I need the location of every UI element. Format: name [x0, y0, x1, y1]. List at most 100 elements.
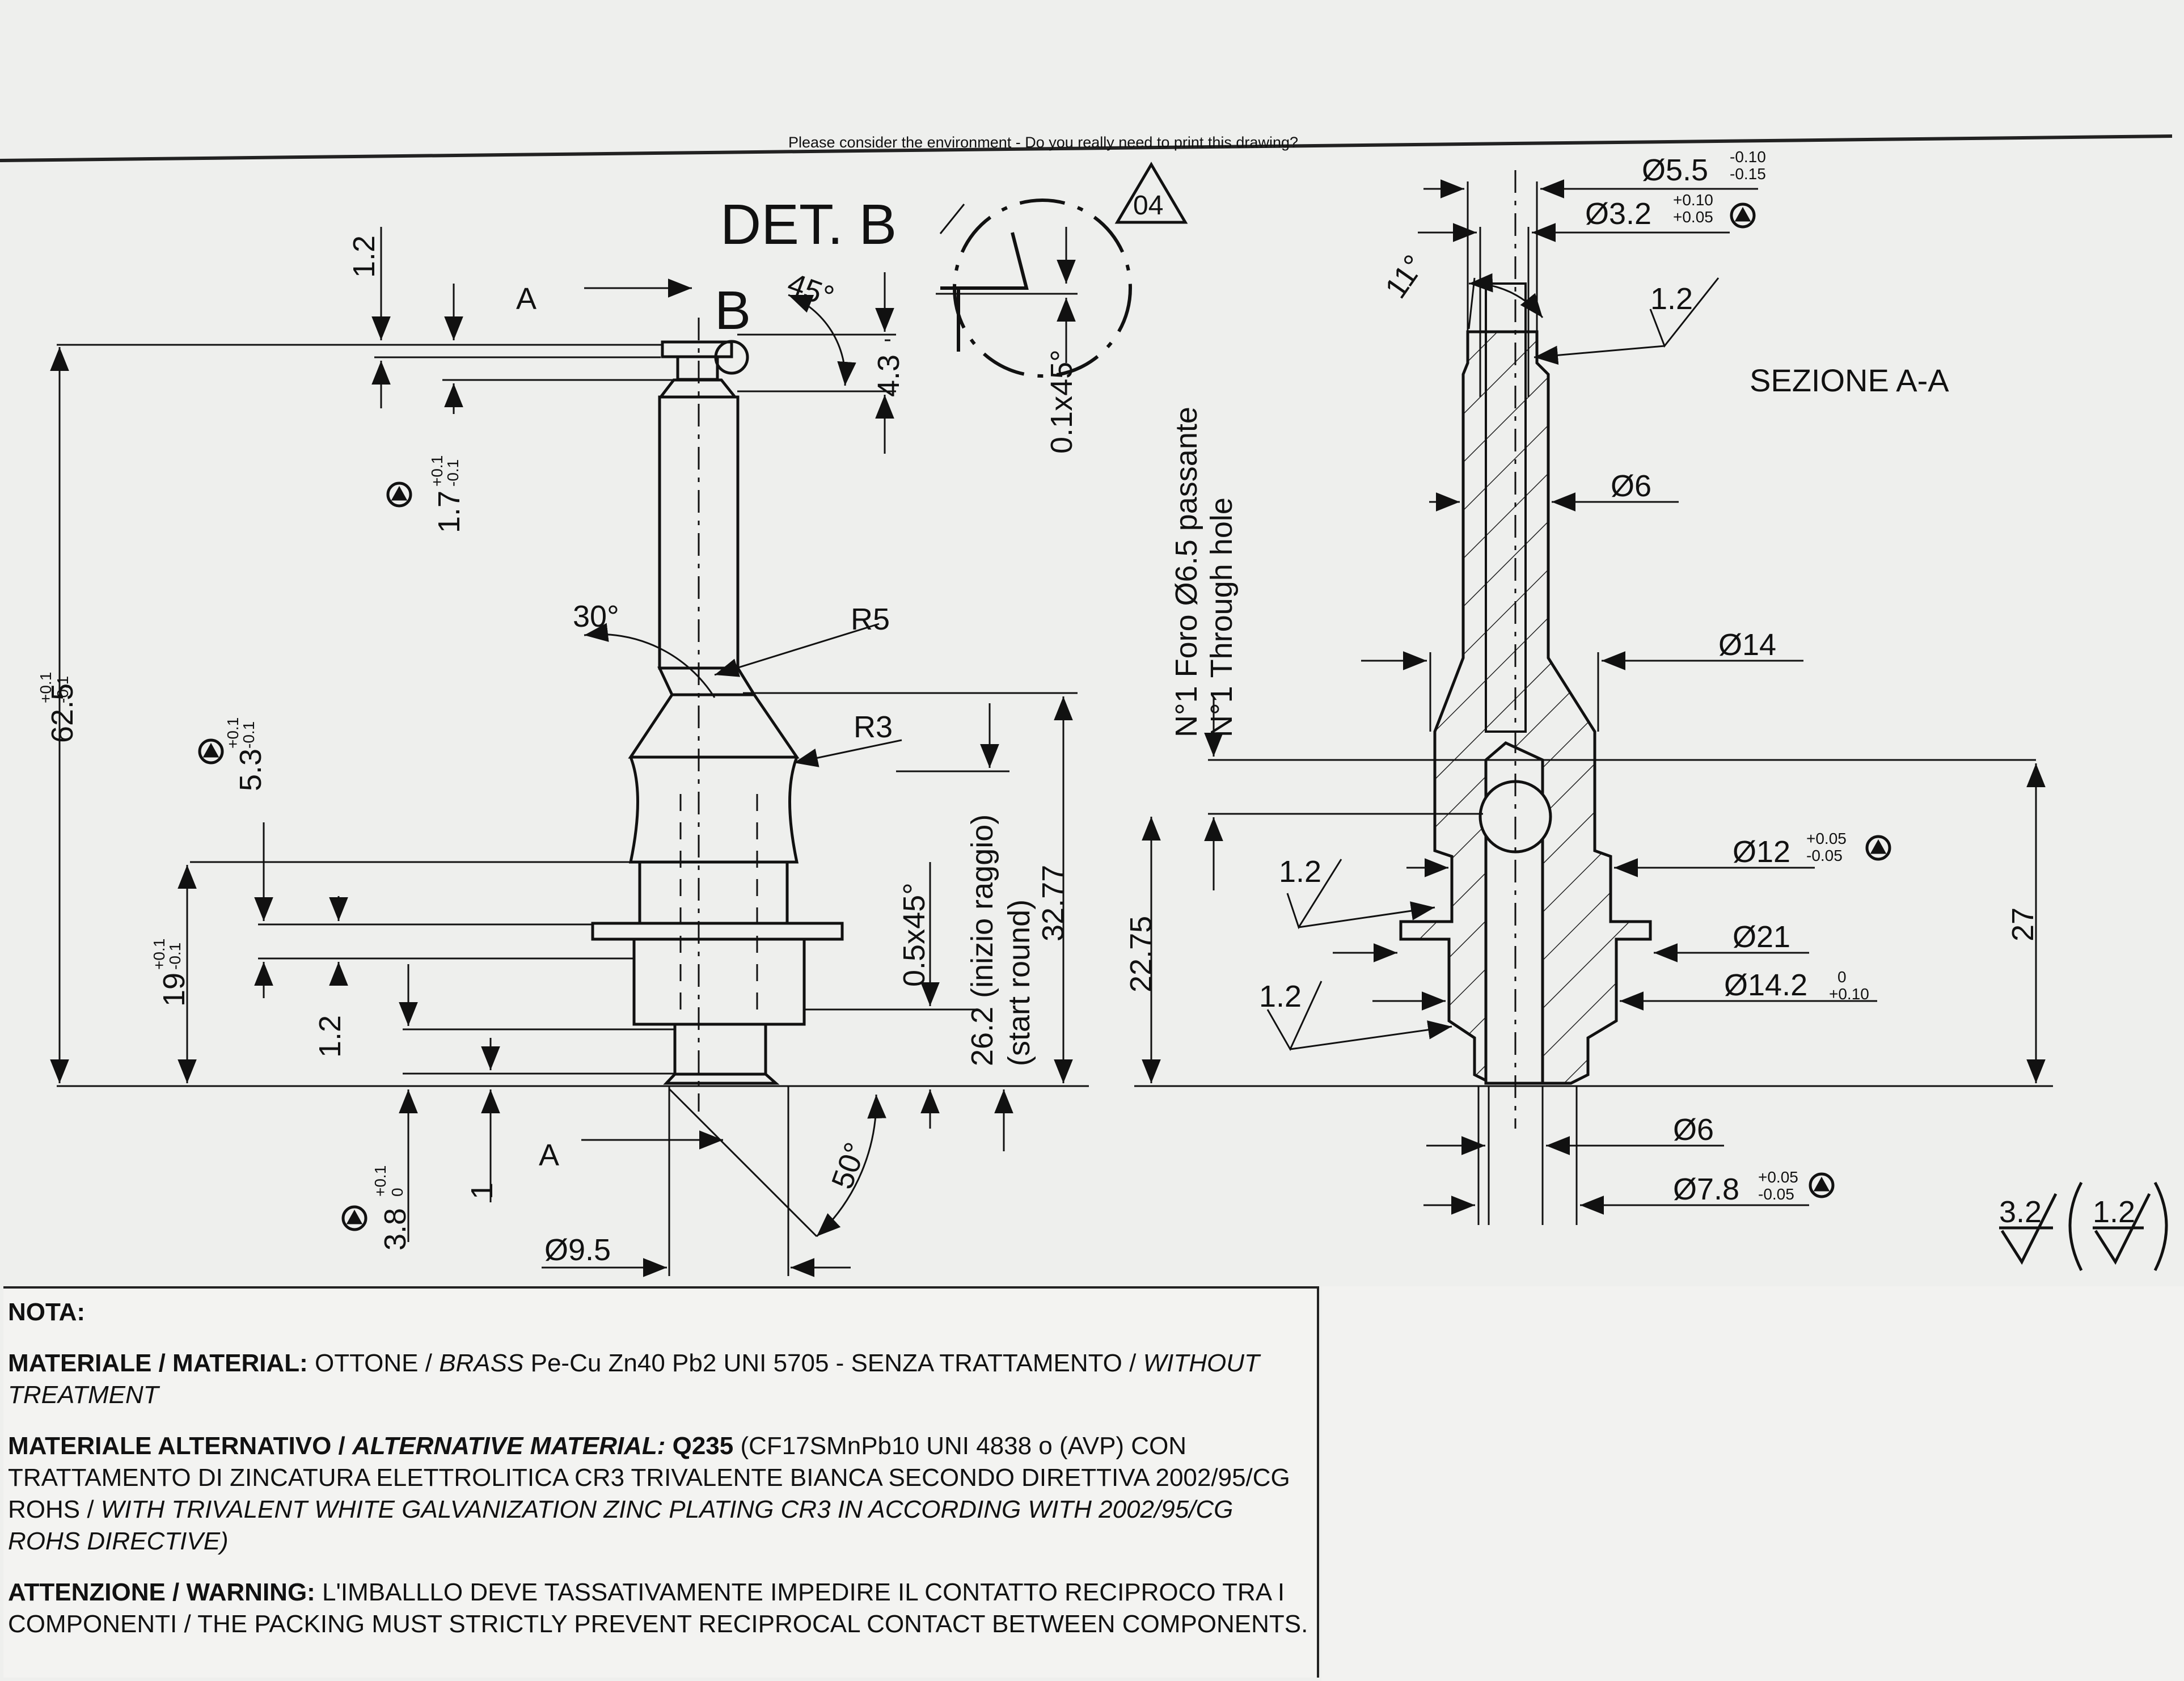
- svg-text:-0.10: -0.10: [1730, 148, 1766, 166]
- detail-b-title: DET. B: [720, 193, 897, 256]
- left-dimension-lines: [50, 227, 1089, 1277]
- head-chamfer: [660, 378, 736, 398]
- section-control-symbols: [1730, 202, 1891, 1198]
- svg-text:1.2: 1.2: [2093, 1195, 2135, 1229]
- svg-text:-0.05: -0.05: [1758, 1185, 1794, 1203]
- svg-text:-0.05: -0.05: [1806, 847, 1843, 864]
- left-view-labels: 62.5 +0.1 -0.1 1.2 1.7 +0.1 -0.1 A A 4.3…: [37, 235, 1070, 1267]
- svg-text:Ø7.8: Ø7.8: [1673, 1172, 1739, 1206]
- svg-text:+0.1: +0.1: [224, 717, 242, 749]
- collar-flange: [591, 922, 844, 941]
- surface-roughness-symbol: 3.2 1.2: [1999, 1181, 2168, 1272]
- notes-box: NOTA: MATERIALE / MATERIAL: OTTONE / BRA…: [3, 1286, 1319, 1678]
- svg-text:27: 27: [2006, 907, 2040, 941]
- svg-text:+0.05: +0.05: [1673, 208, 1713, 226]
- svg-text:3.2: 3.2: [1999, 1195, 2042, 1229]
- svg-text:0.5x45°: 0.5x45°: [897, 882, 931, 987]
- svg-text:4.3: 4.3: [872, 354, 906, 397]
- svg-text:+0.10: +0.10: [1829, 985, 1869, 1003]
- svg-text:3.8: 3.8: [378, 1208, 412, 1251]
- control-symbol-icon: [341, 1205, 367, 1231]
- svg-text:R3: R3: [854, 710, 893, 744]
- control-symbol-icon: [1865, 835, 1891, 861]
- svg-text:1.2: 1.2: [313, 1015, 347, 1058]
- section-dimension-lines: [1134, 179, 2053, 1225]
- svg-text:Ø9.5: Ø9.5: [544, 1233, 611, 1267]
- svg-text:5.3: 5.3: [234, 749, 268, 791]
- svg-text:+0.05: +0.05: [1758, 1168, 1798, 1186]
- section-labels: Ø5.5 -0.10 -0.15 Ø3.2 +0.10 +0.05 11° 1.…: [1124, 148, 2040, 1206]
- svg-text:62.5: 62.5: [45, 683, 79, 743]
- tip-shank: [673, 1023, 767, 1076]
- section-cut-label: A: [516, 282, 537, 316]
- roughness-icon: [2093, 1193, 2151, 1265]
- svg-text:(start round): (start round): [1002, 899, 1036, 1066]
- svg-text:11°: 11°: [1379, 249, 1432, 305]
- revision-number: 04: [1133, 191, 1163, 221]
- svg-text:1.2: 1.2: [1650, 282, 1693, 316]
- control-symbol-icon: [1809, 1172, 1835, 1198]
- svg-text:-0.1: -0.1: [166, 943, 184, 970]
- round-body: [628, 757, 799, 864]
- svg-text:45°: 45°: [783, 267, 838, 314]
- svg-text:1.7: 1.7: [432, 491, 466, 533]
- svg-text:Ø5.5: Ø5.5: [1642, 153, 1708, 187]
- svg-text:-0.1: -0.1: [54, 676, 71, 703]
- svg-text:+0.10: +0.10: [1673, 191, 1713, 209]
- control-symbols: [198, 482, 412, 1231]
- section-a-a: SEZIONE A-A: [1399, 170, 1949, 1129]
- svg-text:Ø14: Ø14: [1718, 628, 1776, 662]
- head-groove: [676, 355, 719, 381]
- svg-text:+0.1: +0.1: [428, 455, 446, 487]
- hole-note-en: N°1 Through hole: [1205, 497, 1239, 737]
- control-symbol-icon: [1730, 202, 1756, 229]
- svg-text:0: 0: [388, 1188, 406, 1197]
- left-view: [591, 318, 844, 1112]
- blank-area: [1321, 1286, 2184, 1681]
- svg-text:R5: R5: [851, 602, 890, 636]
- detail-b-marker-circle: [714, 340, 749, 375]
- detail-b-chamfer: 0.1x45°: [1045, 349, 1079, 454]
- svg-text:Ø12: Ø12: [1733, 835, 1790, 869]
- section-title: SEZIONE A-A: [1750, 362, 1949, 398]
- svg-text:+0.1: +0.1: [37, 672, 54, 703]
- svg-text:Ø21: Ø21: [1733, 920, 1790, 954]
- environment-notice: Please consider the environment - Do you…: [788, 134, 1298, 151]
- collar-body: [632, 937, 806, 1026]
- svg-text:-0.1: -0.1: [444, 459, 462, 487]
- svg-text:-0.15: -0.15: [1730, 165, 1766, 183]
- svg-text:22.75: 22.75: [1124, 916, 1158, 992]
- svg-text:32.77: 32.77: [1036, 865, 1070, 941]
- svg-text:Ø6: Ø6: [1673, 1113, 1714, 1147]
- detail-b: DET. B B 0.1x45° 04: [715, 162, 1188, 454]
- svg-text:Ø6: Ø6: [1611, 469, 1651, 503]
- revision-triangle-icon: [1114, 162, 1188, 224]
- svg-text:1.2: 1.2: [1259, 979, 1302, 1013]
- control-symbol-icon: [386, 482, 412, 508]
- svg-text:26.2 (inizio raggio): 26.2 (inizio raggio): [965, 814, 999, 1066]
- svg-text:50°: 50°: [825, 1138, 873, 1193]
- svg-text:+0.1: +0.1: [371, 1165, 389, 1197]
- alternative-material-note: MATERIALE ALTERNATIVO / ALTERNATIVE MATE…: [8, 1432, 1290, 1555]
- svg-text:-0.1: -0.1: [240, 721, 257, 749]
- lower-body: [638, 860, 789, 925]
- control-symbol-icon: [198, 738, 224, 765]
- hole-note: N°1 Foro Ø6.5 passante: [1169, 407, 1203, 737]
- svg-text:0: 0: [1837, 968, 1847, 986]
- svg-text:+0.05: +0.05: [1806, 830, 1847, 847]
- notes-title: NOTA:: [8, 1298, 86, 1326]
- roughness-icon: [1999, 1193, 2058, 1265]
- tip-chamfer: [663, 1072, 780, 1085]
- svg-text:1: 1: [465, 1182, 499, 1199]
- svg-text:+0.1: +0.1: [150, 939, 168, 970]
- detail-b-marker: B: [715, 280, 751, 341]
- taper-body: [628, 666, 800, 759]
- svg-text:19: 19: [157, 973, 191, 1007]
- section-cut-label: A: [539, 1138, 559, 1172]
- frame-top-border: [0, 134, 2173, 162]
- svg-text:1.2: 1.2: [347, 235, 381, 278]
- svg-text:Ø14.2: Ø14.2: [1724, 968, 1807, 1002]
- material-note: MATERIALE / MATERIAL: OTTONE / BRASS Pe-…: [8, 1349, 1260, 1409]
- svg-text:1.2: 1.2: [1279, 855, 1321, 889]
